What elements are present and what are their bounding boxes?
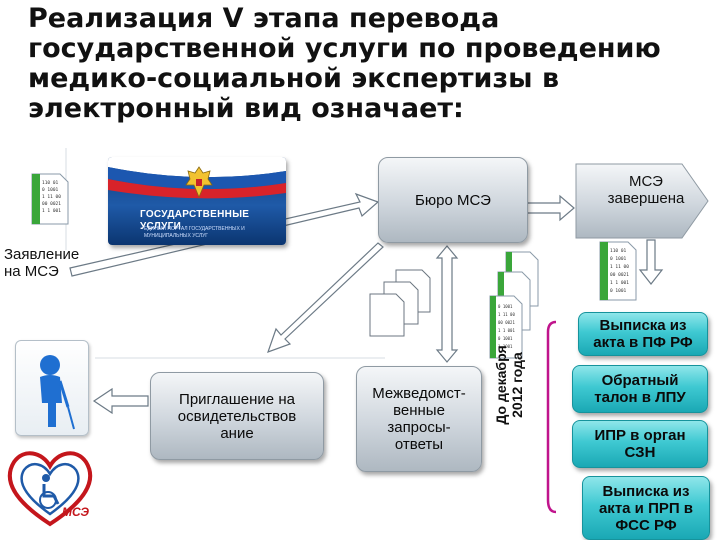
coupon-lpu-box: Обратный талон в ЛПУ [572, 365, 708, 413]
svg-text:1 1 001: 1 1 001 [610, 280, 629, 286]
period-bracket [546, 320, 557, 514]
svg-text:00 0021: 00 0021 [610, 272, 629, 278]
gosuslugi-subtitle: ЕДИНЫЙ ПОРТАЛ ГОСУДАРСТВЕННЫХ И МУНИЦИПА… [144, 226, 245, 239]
svg-text:0 1001: 0 1001 [498, 336, 513, 341]
mse-logo-icon [0, 438, 100, 532]
extract-fss-box: Выписка из акта и ПРП в ФСС РФ [582, 476, 710, 540]
svg-text:110 01: 110 01 [610, 248, 627, 254]
svg-text:1 1 001: 1 1 001 [42, 208, 61, 214]
extract-pf-box: Выписка из акта в ПФ РФ [578, 312, 708, 356]
mse-logo-caption: МСЭ [62, 505, 89, 519]
gosuslugi-title: ГОСУДАРСТВЕННЫЕ УСЛУГИ [140, 209, 250, 232]
mse-done-label: МСЭ завершена [607, 173, 685, 207]
arrow-bureau-to-invitation [267, 242, 384, 353]
coat-of-arms-icon [185, 166, 213, 199]
svg-text:1 11 00: 1 11 00 [42, 194, 61, 200]
svg-text:1 1 001: 1 1 001 [498, 328, 515, 333]
svg-text:1 11 00: 1 11 00 [498, 312, 515, 317]
svg-text:0 1001: 0 1001 [498, 304, 513, 309]
svg-text:0 1001: 0 1001 [42, 187, 59, 193]
bureau-box: Бюро МСЭ [378, 157, 528, 243]
disabled-person-icon [15, 340, 89, 436]
svg-text:1 1001: 1 1001 [498, 344, 513, 349]
stacked-pages-icon [369, 269, 431, 337]
until-december-label: До декабря 2012 года [493, 345, 525, 425]
arrow-invitation-to-person [92, 387, 149, 415]
ipr-szn-box: ИПР в орган СЗН [572, 420, 708, 468]
arrow-bureau-to-done [524, 194, 575, 222]
interagency-box: Межведомст- венные запросы- ответы [356, 366, 482, 472]
arrow-bureau-interagency-bidirectional [435, 245, 459, 363]
svg-text:0 1001: 0 1001 [610, 256, 627, 262]
svg-text:1 11 00: 1 11 00 [610, 264, 629, 270]
application-label: Заявление на МСЭ [4, 246, 80, 280]
svg-text:00 0021: 00 0021 [42, 201, 61, 207]
gosuslugi-banner: ГОСУДАРСТВЕННЫЕ УСЛУГИ ЕДИНЫЙ ПОРТАЛ ГОС… [108, 157, 286, 245]
page-title: Реализация V этапа перевода государствен… [28, 3, 661, 124]
svg-text:110 01: 110 01 [42, 180, 59, 186]
arrow-done-down [638, 239, 664, 285]
svg-text:0 1001: 0 1001 [610, 288, 627, 294]
invitation-box: Приглашение на освидетельствов ание [150, 372, 324, 460]
svg-text:00 0021: 00 0021 [498, 320, 515, 325]
mse-done-shape [575, 163, 709, 239]
